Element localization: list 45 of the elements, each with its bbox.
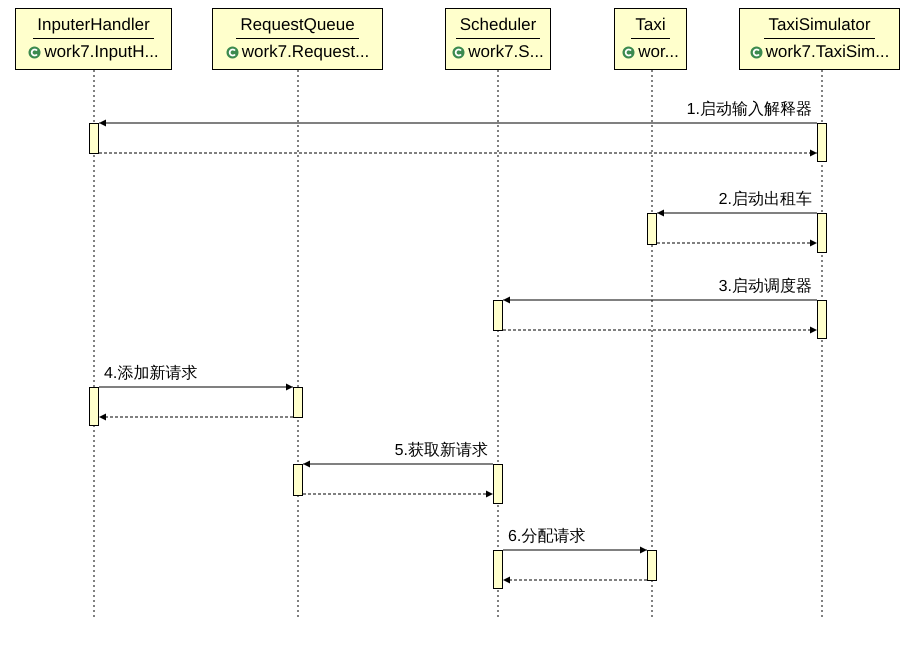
class-name: InputerHandler: [33, 15, 154, 39]
message-arrow: [98, 384, 294, 390]
activation-bar: [89, 387, 99, 426]
message-arrow: [502, 546, 648, 554]
activation-bar: [493, 550, 503, 589]
return-arrow: [656, 240, 818, 246]
class-name: Taxi: [631, 15, 670, 39]
activation-bar: [493, 464, 503, 504]
message-arrow: [98, 120, 818, 126]
return-arrow: [502, 576, 648, 584]
message-label: 5.获取新请求: [394, 442, 488, 460]
return-arrow: [302, 490, 494, 498]
message-arrow: [656, 210, 818, 216]
message-label: 2.启动出租车: [718, 191, 812, 209]
activation-bar: [293, 464, 303, 496]
lifeline-header: [212, 8, 383, 70]
message-arrow: [502, 296, 818, 304]
message-label: 4.添加新请求: [104, 365, 198, 383]
activation-bar: [493, 300, 503, 331]
class-name: RequestQueue: [236, 15, 359, 39]
package-name: work7.InputH...: [44, 42, 159, 62]
activation-bar: [293, 387, 303, 418]
lifeline-header: [445, 8, 551, 70]
message-arrow: [302, 460, 494, 468]
activation-bar: [89, 123, 99, 154]
activation-bar: [817, 213, 827, 253]
lifeline-header: [15, 8, 172, 70]
message-label: 6.分配请求: [508, 528, 586, 546]
message-label: 3.启动调度器: [718, 278, 812, 296]
return-arrow: [502, 326, 818, 334]
lifeline-header: [739, 8, 900, 70]
class-name: TaxiSimulator: [764, 15, 875, 39]
activation-bar: [817, 300, 827, 339]
class-name: Scheduler: [456, 15, 540, 39]
lifeline-header: [614, 8, 687, 70]
package-name: work7.S...: [468, 42, 544, 62]
activation-bar: [647, 213, 657, 245]
package-name: wor...: [638, 42, 679, 62]
package-name: work7.TaxiSim...: [766, 42, 890, 62]
activation-bar: [817, 123, 827, 162]
return-arrow: [98, 150, 818, 156]
return-arrow: [98, 414, 294, 420]
message-label: 1.启动输入解释器: [686, 101, 812, 119]
package-name: work7.Request...: [242, 42, 370, 62]
activation-bar: [647, 550, 657, 581]
